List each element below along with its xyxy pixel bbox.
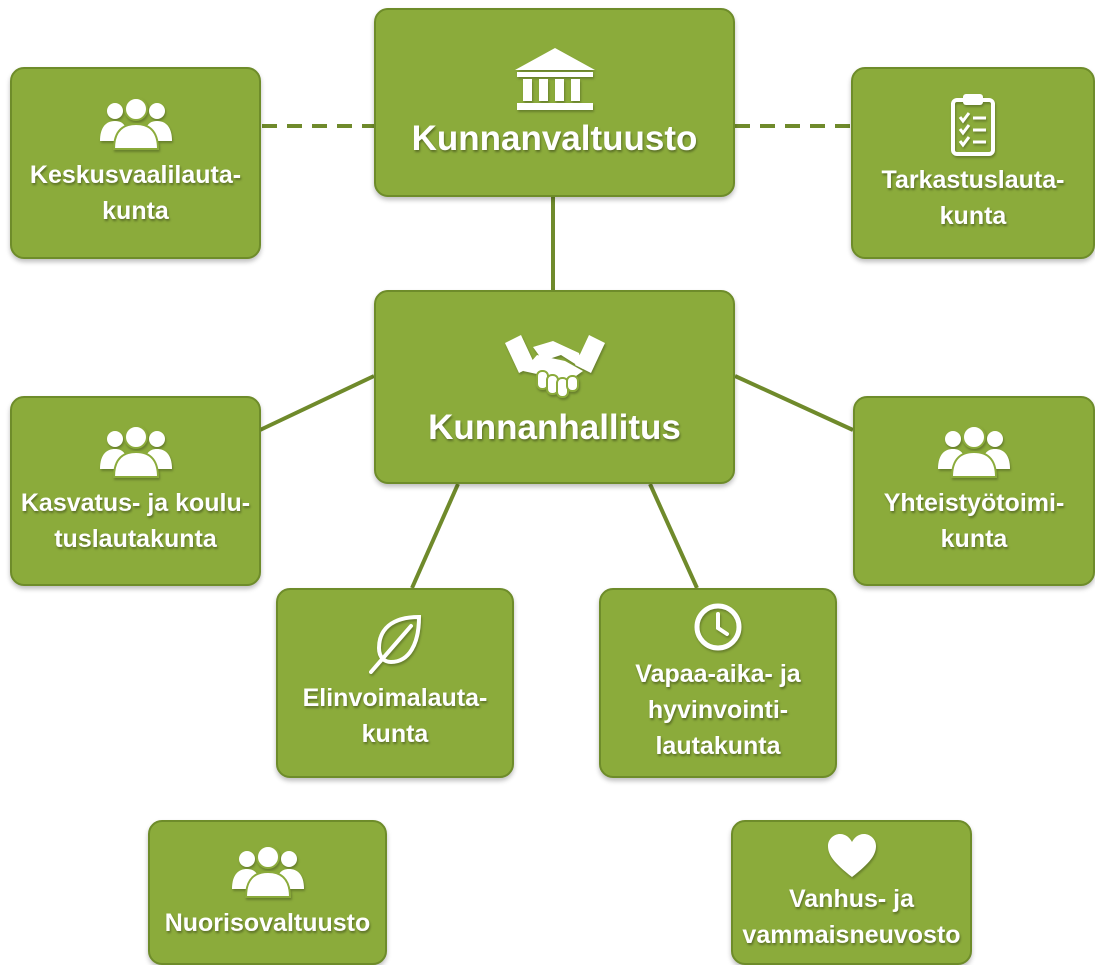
node-label-line1: Elinvoimalauta-: [302, 684, 488, 712]
group-icon: [231, 844, 304, 898]
connector-hallitus-elinvoima: [410, 483, 460, 589]
node-label-line1: Yhteistyötoimi-: [883, 489, 1065, 517]
connector-hallitus-vapaa-aika: [648, 483, 699, 589]
group-icon: [99, 425, 172, 478]
group-icon: [938, 425, 1010, 478]
node-vapaa-aika-ja-hyvinvointilautakunta: Vapaa-aika- ja hyvinvointi- lautakunta: [599, 588, 837, 778]
clock-icon: [694, 603, 742, 651]
node-elinvoimalautakunta: Elinvoimalauta- kunta: [276, 588, 514, 778]
node-kunnanhallitus: Kunnanhallitus: [374, 290, 735, 484]
node-label: Nuorisovaltuusto: [164, 908, 371, 937]
node-label-line2: kunta: [102, 197, 169, 225]
node-tarkastuslautakunta: Tarkastuslauta- kunta: [851, 67, 1095, 259]
node-label-line2: kunta: [939, 202, 1007, 230]
node-label-line1: Vapaa-aika- ja: [635, 660, 801, 688]
node-label-line2: tuslautakunta: [54, 525, 217, 553]
clipboard-checklist-icon: [951, 94, 995, 156]
heart-icon: [827, 833, 876, 877]
node-vanhus-ja-vammaisneuvosto: Vanhus- ja vammaisneuvosto: [731, 820, 972, 965]
node-label-line1: Tarkastuslauta-: [881, 166, 1065, 194]
node-label-line1: Kasvatus- ja koulu-: [20, 489, 251, 517]
node-label-line2: kunta: [361, 720, 429, 748]
node-yhteistyotoimikunta: Yhteistyötoimi- kunta: [853, 396, 1095, 586]
node-label-line3: lautakunta: [655, 732, 781, 760]
node-kasvatus-ja-koulutuslautakunta: Kasvatus- ja koulu- tuslautakunta: [10, 396, 261, 586]
node-title: Kunnanhallitus: [428, 408, 681, 447]
connector-hallitus-kasvatus: [259, 374, 375, 432]
group-icon: [99, 97, 172, 150]
node-nuorisovaltuusto: Nuorisovaltuusto: [148, 820, 387, 965]
connector-hallitus-yhteistyo: [734, 374, 854, 432]
node-label-line2: hyvinvointi-: [647, 696, 789, 724]
government-building-icon: [514, 47, 595, 110]
node-title: Kunnanvaltuusto: [411, 118, 698, 158]
node-label-line1: Vanhus- ja: [788, 884, 915, 913]
handshake-icon: [504, 335, 605, 398]
leaf-icon: [369, 614, 422, 674]
node-label-line2: kunta: [940, 525, 1008, 553]
node-kunnanvaltuusto: Kunnanvaltuusto: [374, 8, 735, 197]
node-label-line1: Keskusvaalilauta-: [29, 161, 242, 189]
node-label-line2: vammaisneuvosto: [742, 920, 961, 949]
node-keskusvaalilautakunta: Keskusvaalilauta- kunta: [10, 67, 261, 259]
